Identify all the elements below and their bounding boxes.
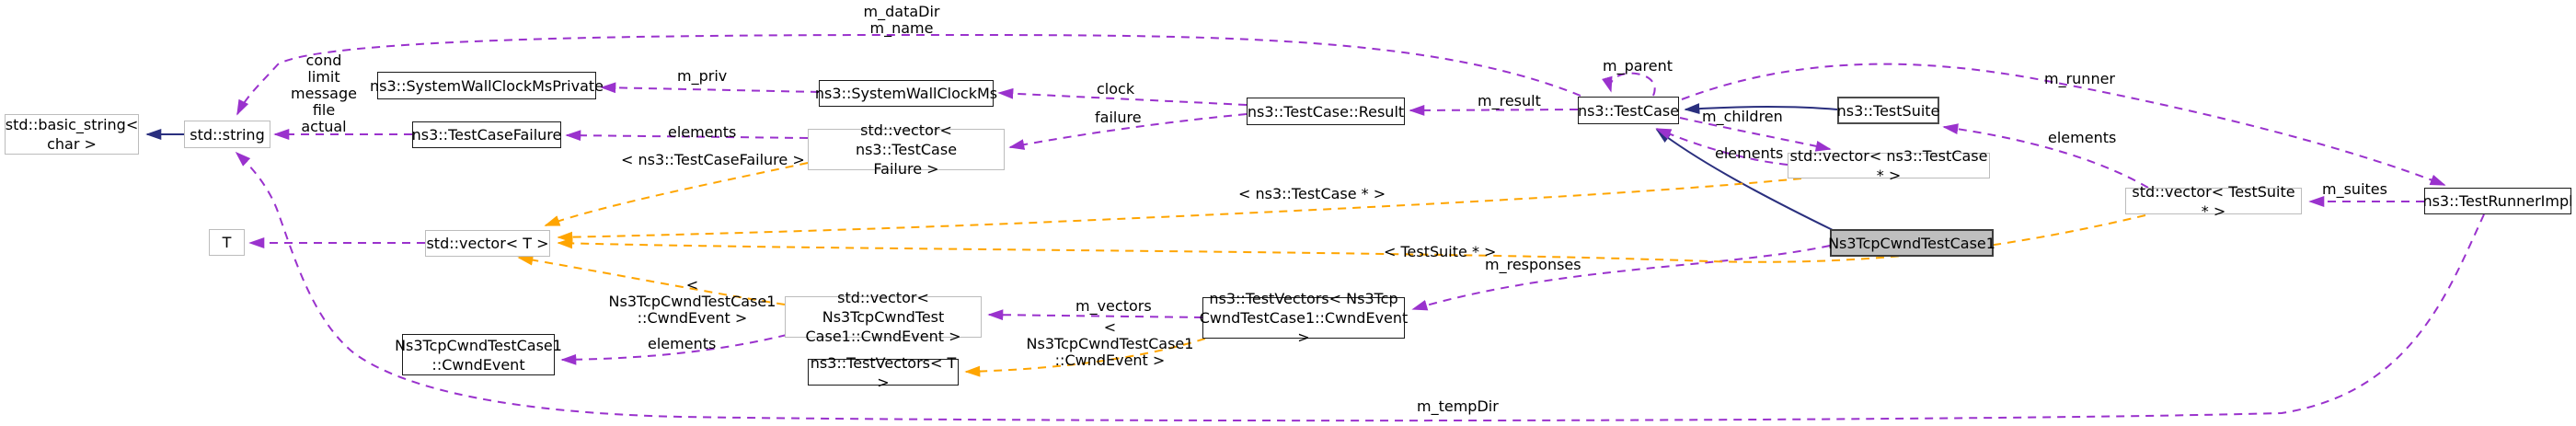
edge-failure [1008, 113, 1248, 150]
edge-label-m-parent: m_parent [1603, 57, 1673, 75]
edge-m-parent [1602, 72, 1656, 97]
edge-label-elements-cwndevent: elements [648, 335, 717, 352]
edge-tpl-testcaseptr [557, 178, 1802, 243]
node-vector-test-case-ptr: std::vector< ns3::TestCase * > [1788, 147, 1990, 184]
edge-label-m-children: m_children [1702, 108, 1783, 125]
edge-clock [997, 87, 1248, 106]
edge-inherit-cwndcase-testcase [1655, 128, 1834, 231]
edge-label-tpl-cwndevent-testvectors: < Ns3TcpCwndTestCase1 ::CwndEvent > [1026, 318, 1194, 369]
edge-m-priv [600, 82, 820, 94]
edge-label-elements-testcasefailure: elements [668, 123, 737, 141]
edge-m-datadir-m-name [236, 33, 1581, 116]
node-ns3-tcp-cwnd-test-case1: Ns3TcpCwndTestCase1 [1828, 229, 1995, 257]
edge-label-cond-limit-message-file-actual: cond limit message file actual [291, 52, 357, 135]
edge-label-m-result: m_result [1478, 92, 1541, 109]
edge-label-m-vectors: m_vectors [1075, 297, 1152, 315]
edge-label-m-datadir-m-name: m_dataDir m_name [863, 3, 940, 37]
edge-tpl-cwndevent-vector [517, 254, 786, 305]
node-test-vectors-t[interactable]: ns3::TestVectors< T > [808, 354, 959, 391]
edge-label-tpl-testcasefailure: < ns3::TestCaseFailure > [621, 151, 805, 168]
node-system-wall-clock-ms[interactable]: ns3::SystemWallClockMs [815, 80, 997, 107]
edge-inherit-testsuite-testcase [1684, 103, 1838, 114]
node-test-case[interactable]: ns3::TestCase [1578, 97, 1679, 124]
node-vector-test-case-failure: std::vector< ns3::TestCase Failure > [808, 121, 1005, 178]
edge-label-tpl-testsuiteptr: < TestSuite * > [1384, 243, 1497, 260]
edge-label-tpl-cwndevent-vector: < Ns3TcpCwndTestCase1 ::CwndEvent > [608, 276, 776, 327]
edge-tpl-testcasefailure [544, 162, 809, 226]
edge-elements-testcasefailure [565, 130, 809, 142]
edge-label-elements-testcase: elements [1715, 144, 1784, 162]
edge-m-responses [1411, 245, 1831, 311]
node-vector-t: std::vector< T > [425, 230, 550, 257]
edge-label-m-priv: m_priv [677, 67, 728, 85]
node-t: T [209, 229, 245, 256]
node-system-wall-clock-ms-private[interactable]: ns3::SystemWallClockMsPrivate [370, 72, 604, 99]
edge-label-elements-testsuite: elements [2048, 129, 2117, 146]
node-test-suite[interactable]: ns3::TestSuite [1837, 97, 1939, 124]
edge-label-m-suites: m_suites [2322, 180, 2387, 198]
node-cwnd-event[interactable]: Ns3TcpCwndTestCase1 ::CwndEvent [395, 334, 562, 375]
edge-elements-testcase [1655, 128, 1788, 166]
edge-m-children [1679, 117, 1832, 152]
edge-label-clock: clock [1097, 80, 1135, 98]
edge-elements-testsuite [1942, 123, 2149, 189]
edge-label-m-responses: m_responses [1485, 256, 1581, 273]
node-test-vectors-cwnd-event[interactable]: ns3::TestVectors< Ns3Tcp CwndTestCase1::… [1199, 290, 1409, 346]
node-vector-cwnd-event: std::vector< Ns3TcpCwndTest Case1::CwndE… [785, 289, 982, 345]
edge-m-runner [1681, 63, 2446, 186]
edge-m-tempdir [235, 151, 2485, 422]
edge-tpl-cwndevent-testvectors [964, 338, 1206, 377]
edge-label-m-runner: m_runner [2044, 70, 2116, 87]
edge-m-vectors [987, 309, 1203, 321]
node-std-string: std::string [184, 121, 270, 148]
edge-m-result [1409, 104, 1579, 116]
edge-elements-cwndevent [560, 334, 788, 365]
node-std-basic-string: std::basic_string< char > [5, 114, 139, 155]
edge-label-m-tempdir: m_tempDir [1417, 397, 1499, 415]
edge-label-failure: failure [1095, 109, 1142, 126]
node-vector-test-suite-ptr: std::vector< TestSuite * > [2125, 183, 2302, 220]
node-test-runner-impl[interactable]: ns3::TestRunnerImpl [2422, 188, 2573, 214]
edge-label-tpl-testcaseptr: < ns3::TestCase * > [1238, 185, 1386, 202]
node-test-case-failure[interactable]: ns3::TestCaseFailure [412, 121, 561, 148]
node-test-case-result[interactable]: ns3::TestCase::Result [1247, 98, 1405, 125]
